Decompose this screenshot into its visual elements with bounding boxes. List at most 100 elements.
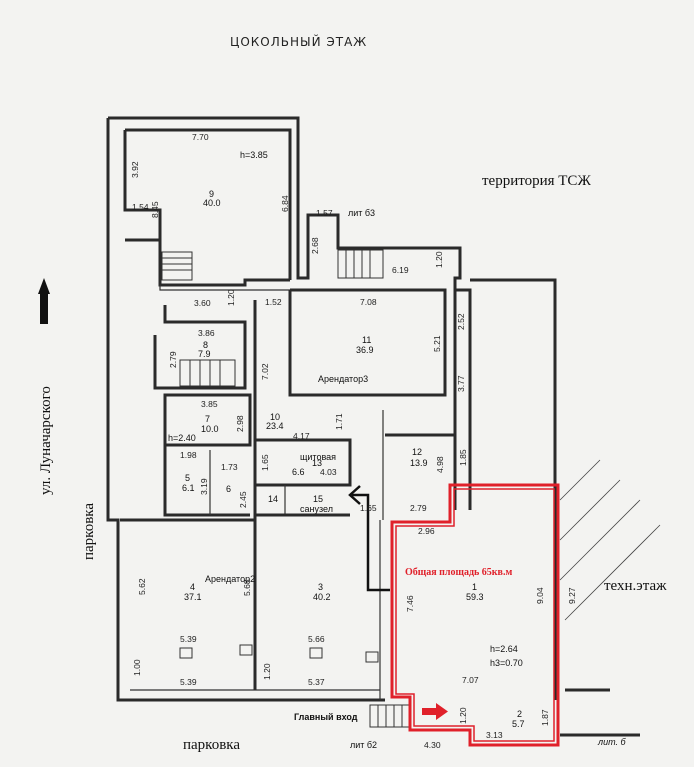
highlight-outline xyxy=(390,483,560,747)
svg-text:5.68: 5.68 xyxy=(242,579,252,596)
svg-text:1.20: 1.20 xyxy=(434,251,444,268)
room-11-num: 11 xyxy=(362,335,371,345)
svg-text:1.71: 1.71 xyxy=(334,413,344,430)
inner-walls xyxy=(120,128,455,700)
svg-text:4.30: 4.30 xyxy=(424,740,441,750)
svg-text:1.20: 1.20 xyxy=(226,289,236,306)
svg-text:4.98: 4.98 xyxy=(435,456,445,473)
room-8-area: 7.9 xyxy=(198,349,211,359)
tenant-2-label: Арендатор2 xyxy=(205,574,255,584)
svg-text:2.96: 2.96 xyxy=(418,526,435,536)
svg-text:2.98: 2.98 xyxy=(235,415,245,432)
svg-text:3.86: 3.86 xyxy=(198,328,215,338)
room-15-num: 15 xyxy=(313,494,323,504)
room-1-height: h=2.64 xyxy=(490,644,518,654)
svg-text:1.65: 1.65 xyxy=(360,503,377,513)
north-arrow-icon xyxy=(38,278,50,324)
room-3-num: 3 xyxy=(318,582,323,592)
svg-text:7.08: 7.08 xyxy=(360,297,377,307)
svg-text:8.45: 8.45 xyxy=(150,201,160,218)
room-4-num: 4 xyxy=(190,582,195,592)
room-6-num: 6 xyxy=(226,484,231,494)
lit-b2-label: лит б2 xyxy=(350,740,377,750)
svg-text:3.85: 3.85 xyxy=(201,399,218,409)
room-7-area: 10.0 xyxy=(201,424,219,434)
svg-text:9.27: 9.27 xyxy=(567,587,577,604)
svg-text:2.68: 2.68 xyxy=(310,237,320,254)
room-12-area: 13.9 xyxy=(410,458,428,468)
room-9-area: 40.0 xyxy=(203,198,221,208)
svg-text:1.65: 1.65 xyxy=(260,454,270,471)
tech-floor-hatch xyxy=(559,459,661,621)
svg-text:6.19: 6.19 xyxy=(392,265,409,275)
svg-text:3.77: 3.77 xyxy=(456,375,466,392)
svg-text:1.54: 1.54 xyxy=(132,202,149,212)
room-5-area: 6.1 xyxy=(182,483,195,493)
svg-text:1.73: 1.73 xyxy=(221,462,238,472)
street-label: ул. Луначарского xyxy=(38,386,54,495)
svg-text:5.39: 5.39 xyxy=(180,634,197,644)
outer-walls xyxy=(106,116,640,737)
room-3-area: 40.2 xyxy=(313,592,331,602)
svg-text:7.46: 7.46 xyxy=(405,595,415,612)
room-1-area: 59.3 xyxy=(466,592,484,602)
svg-text:5.21: 5.21 xyxy=(432,335,442,352)
highlight-outline-inner xyxy=(395,488,555,742)
stairs-b3 xyxy=(337,249,384,279)
svg-text:2.45: 2.45 xyxy=(238,491,248,508)
room-10-area: 23.4 xyxy=(266,421,284,431)
svg-text:5.66: 5.66 xyxy=(308,634,325,644)
svg-text:6.84: 6.84 xyxy=(280,195,290,212)
tszh-label: территория ТСЖ xyxy=(482,173,591,189)
svg-text:3.19: 3.19 xyxy=(199,478,209,495)
svg-text:1.52: 1.52 xyxy=(265,297,282,307)
room-12-num: 12 xyxy=(412,447,422,457)
svg-text:2.79: 2.79 xyxy=(410,503,427,513)
room-7-num: 7 xyxy=(205,414,210,424)
room-2-area: 5.7 xyxy=(512,719,525,729)
columns xyxy=(179,644,379,663)
room-15-label: санузел xyxy=(300,504,333,514)
room-2-num: 2 xyxy=(517,709,522,719)
svg-text:9.04: 9.04 xyxy=(535,587,545,604)
svg-text:3.13: 3.13 xyxy=(486,730,503,740)
room-14-num: 14 xyxy=(268,494,278,504)
svg-text:2.52: 2.52 xyxy=(456,313,466,330)
svg-text:5.37: 5.37 xyxy=(308,677,325,687)
room-4-area: 37.1 xyxy=(184,592,202,602)
svg-text:5.62: 5.62 xyxy=(137,578,147,595)
room-10-num: 10 xyxy=(270,412,280,422)
lit-b3-label: лит б3 xyxy=(348,208,375,218)
svg-text:7.70: 7.70 xyxy=(192,132,209,142)
entrance-arrow-icon xyxy=(422,703,448,720)
svg-text:1.85: 1.85 xyxy=(458,449,468,466)
room-1-num: 1 xyxy=(472,582,477,592)
svg-text:4.03: 4.03 xyxy=(320,467,337,477)
room-1-h3: h3=0.70 xyxy=(490,658,523,668)
parking-bottom-label: парковка xyxy=(183,737,240,753)
svg-text:5.39: 5.39 xyxy=(180,677,197,687)
plan-title: ЦОКОЛЬНЫЙ ЭТАЖ xyxy=(230,34,367,49)
stairs-room8 xyxy=(179,359,236,387)
total-area-label: Общая площадь 65кв.м xyxy=(405,567,512,578)
room-9-height: h=3.85 xyxy=(240,150,268,160)
svg-text:1.20: 1.20 xyxy=(262,663,272,680)
tech-floor-label: техн.этаж xyxy=(604,578,667,594)
main-entrance-label: Главный вход xyxy=(294,712,358,722)
lit-b-label: лит. б xyxy=(597,737,626,747)
stairs-entrance xyxy=(369,704,411,728)
parking-left-label: парковка xyxy=(81,503,97,560)
svg-text:3.92: 3.92 xyxy=(130,161,140,178)
svg-text:4.17: 4.17 xyxy=(293,431,310,441)
svg-text:1.00: 1.00 xyxy=(132,659,142,676)
room-9-num: 9 xyxy=(209,189,214,199)
room-7-height: h=2.40 xyxy=(168,433,196,443)
svg-text:1.98: 1.98 xyxy=(180,450,197,460)
svg-text:1.20: 1.20 xyxy=(458,707,468,724)
svg-text:3.60: 3.60 xyxy=(194,298,211,308)
stairs-top xyxy=(161,251,193,281)
room-13-area: 6.6 xyxy=(292,467,305,477)
tenant-3-label: Арендатор3 xyxy=(318,374,368,384)
svg-text:1.87: 1.87 xyxy=(540,709,550,726)
